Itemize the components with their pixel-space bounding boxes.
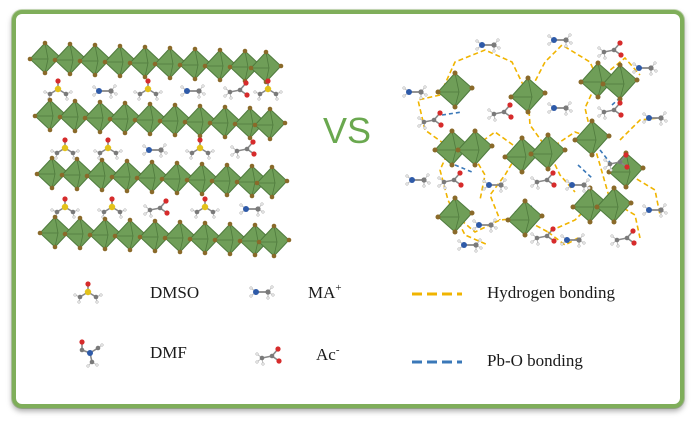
legend-label-ma-charge: +: [335, 282, 341, 294]
ma-cation-icon: [248, 284, 276, 301]
acetate-anion-icon: [254, 345, 283, 367]
intercalated-molecules-row: [49, 136, 258, 161]
legend-label-hydrogen-bonding: Hydrogen bonding: [487, 283, 615, 302]
legend-label-dmf: DMF: [150, 343, 187, 362]
legend-item-dmso: DMSO: [72, 280, 199, 305]
legend-label-ac-charge: -: [336, 344, 340, 356]
intercalated-molecules-row: [49, 195, 266, 220]
dmf-molecule-icon: [78, 338, 105, 369]
network-structure-right: [401, 32, 669, 254]
layered-structure-left: [27, 40, 292, 259]
legend: DMSO MA+ DMF Ac- Hydrogen bonding Pb-O b…: [72, 280, 615, 370]
legend-item-dmf: DMF: [78, 338, 187, 369]
legend-label-ma: MA+: [308, 282, 342, 302]
perovskite-layer: [32, 97, 288, 142]
legend-label-dmso: DMSO: [150, 283, 199, 302]
legend-label-ma-text: MA: [308, 283, 336, 302]
dmso-molecule-icon: [72, 280, 104, 305]
perovskite-layer: [34, 155, 290, 200]
legend-item-ac: Ac-: [254, 344, 340, 367]
legend-item-hydrogen-bonding: Hydrogen bonding: [412, 283, 615, 302]
perovskite-layer: [27, 40, 284, 85]
perovskite-layer: [37, 214, 292, 259]
vs-label: VS: [323, 110, 371, 151]
intercalated-molecules-row: [42, 77, 284, 102]
octahedra: [432, 60, 646, 238]
legend-item-ma: MA+: [248, 282, 342, 302]
legend-label-ac-text: Ac: [316, 345, 336, 364]
legend-label-pb-o-bonding: Pb-O bonding: [487, 351, 583, 370]
legend-label-ac: Ac-: [316, 344, 340, 364]
legend-item-pb-o-bonding: Pb-O bonding: [412, 351, 583, 370]
